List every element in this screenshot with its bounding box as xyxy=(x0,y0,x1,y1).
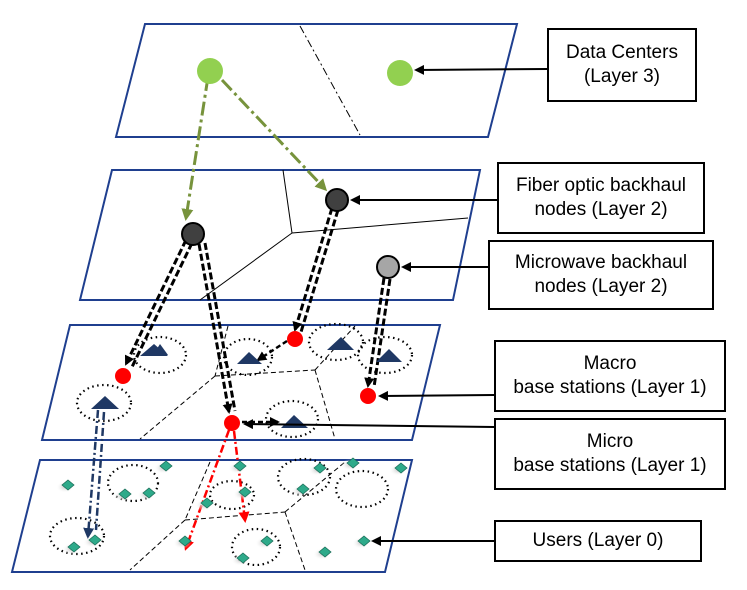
label-microwave-backhaul: Microwave backhaul nodes (Layer 2) xyxy=(488,240,714,310)
label-line: (Layer 3) xyxy=(583,66,661,87)
label-fiber-backhaul: Fiber optic backhaul nodes (Layer 2) xyxy=(497,162,705,234)
layer-3-plane xyxy=(114,23,519,138)
label-macro-base-stations: Macro base stations (Layer 1) xyxy=(494,340,726,412)
user-device xyxy=(178,535,192,547)
user-device xyxy=(142,487,156,499)
red-user-links xyxy=(183,429,250,551)
user-device xyxy=(394,462,408,474)
user-device xyxy=(88,534,102,546)
label-line: nodes (Layer 2) xyxy=(534,276,668,297)
users xyxy=(56,457,408,566)
data-center-links xyxy=(181,76,328,221)
user-device xyxy=(318,546,332,558)
layer-2-plane xyxy=(78,169,482,301)
label-line: base stations (Layer 1) xyxy=(513,455,707,476)
user-device xyxy=(61,479,75,491)
user-device xyxy=(260,535,274,547)
user-device xyxy=(118,488,132,500)
label-line: Macro xyxy=(583,353,637,374)
label-data-centers: Data Centers (Layer 3) xyxy=(547,28,697,102)
fiber-backhaul-node xyxy=(325,188,349,212)
macro-base-stations xyxy=(115,331,376,431)
user-device xyxy=(67,541,81,553)
data-center-node xyxy=(387,60,413,86)
fiber-backhaul-node xyxy=(181,222,205,246)
microwave-backhaul-node xyxy=(376,255,400,279)
user-device xyxy=(236,552,250,564)
coverage-circles-layer-0 xyxy=(48,457,390,567)
layer-1-plane xyxy=(40,324,442,441)
label-line: Users (Layer 0) xyxy=(532,530,664,551)
label-line: Fiber optic backhaul xyxy=(515,175,687,196)
user-device xyxy=(346,457,360,469)
user-device xyxy=(296,483,310,495)
user-device xyxy=(159,460,173,472)
label-pointers xyxy=(243,64,548,546)
user-device xyxy=(200,497,214,509)
label-line: Microwave backhaul xyxy=(514,252,688,273)
blue-user-links xyxy=(83,409,106,539)
layer-0-plane xyxy=(10,459,414,573)
backhaul-links xyxy=(124,207,392,414)
label-line: Data Centers xyxy=(566,42,678,63)
coverage-circles-layer-1 xyxy=(75,322,414,439)
user-device xyxy=(233,460,247,472)
label-line: nodes (Layer 2) xyxy=(534,199,668,220)
label-line: base stations (Layer 1) xyxy=(513,377,707,398)
label-users: Users (Layer 0) xyxy=(494,520,702,562)
layer-1-local-links xyxy=(242,339,288,427)
user-device xyxy=(238,486,252,498)
data-center-node xyxy=(197,58,223,84)
user-device xyxy=(313,462,327,474)
label-micro-base-stations: Micro base stations (Layer 1) xyxy=(494,418,726,490)
label-line: Micro xyxy=(586,431,634,452)
user-device xyxy=(357,535,371,547)
